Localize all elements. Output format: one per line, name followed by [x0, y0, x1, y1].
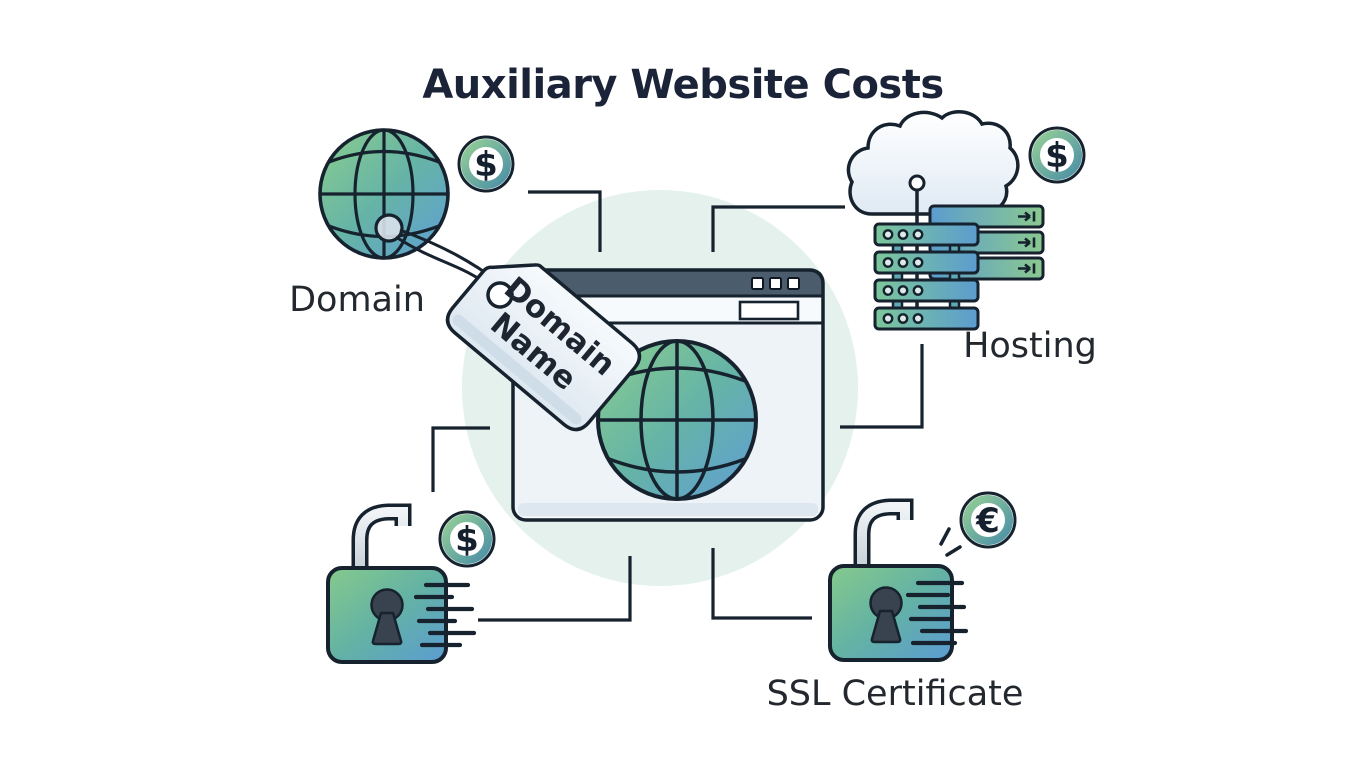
shackle [857, 502, 910, 572]
euro-coin-icon-ssl: € [959, 491, 1017, 549]
domain-label: Domain [289, 280, 425, 320]
tag-shadow [452, 314, 582, 425]
window-buttons-icon [751, 277, 800, 290]
domain-globe-icon [318, 128, 450, 260]
badge-symbol: $ [455, 520, 479, 560]
dollar-coin-icon-lock: $ [438, 510, 496, 568]
server-led-dots [882, 229, 924, 324]
page-title: Auxiliary Website Costs [422, 62, 943, 108]
connector-lines [431, 190, 924, 622]
string-loop [374, 213, 404, 243]
badge-symbol: $ [1045, 136, 1069, 176]
connector-hosting-to-browser-side [840, 344, 924, 429]
dollar-coin-icon-domain: $ [457, 135, 515, 193]
server-rack-icon [873, 222, 980, 331]
connector-browser-to-lock-left [431, 426, 490, 492]
keyhole-icon [869, 586, 903, 644]
connector-browser-to-ssl [711, 548, 812, 620]
padlock-left-icon [326, 503, 477, 664]
cloud-server-group [846, 110, 1045, 331]
keyhole-icon [370, 588, 404, 646]
badge-symbol: € [975, 501, 1000, 541]
hosting-label: Hosting [963, 326, 1097, 366]
dollar-coin-icon-hosting: $ [1028, 126, 1086, 184]
speed-lines [905, 580, 969, 646]
padlock-ssl-icon [828, 498, 969, 662]
connector-hosting-to-browser [711, 205, 845, 252]
cloud-node [908, 174, 926, 192]
ssl-certificate-label: SSL Certificate [767, 674, 1024, 714]
browser-bottom-shade [518, 503, 818, 516]
browser-outline [511, 268, 825, 522]
shackle [355, 507, 408, 574]
badge-symbol: $ [474, 145, 498, 185]
connector-browser-to-lock-left-bottom [478, 556, 632, 622]
cloud-icon [846, 110, 1020, 216]
address-bar [738, 300, 800, 321]
connector-domain-to-browser [528, 190, 602, 252]
sparkle-lines [939, 527, 962, 557]
speed-lines [413, 582, 477, 648]
browser-globe-icon [596, 339, 758, 501]
server-arrow-icons [1018, 211, 1036, 274]
tag-hole [486, 281, 514, 309]
